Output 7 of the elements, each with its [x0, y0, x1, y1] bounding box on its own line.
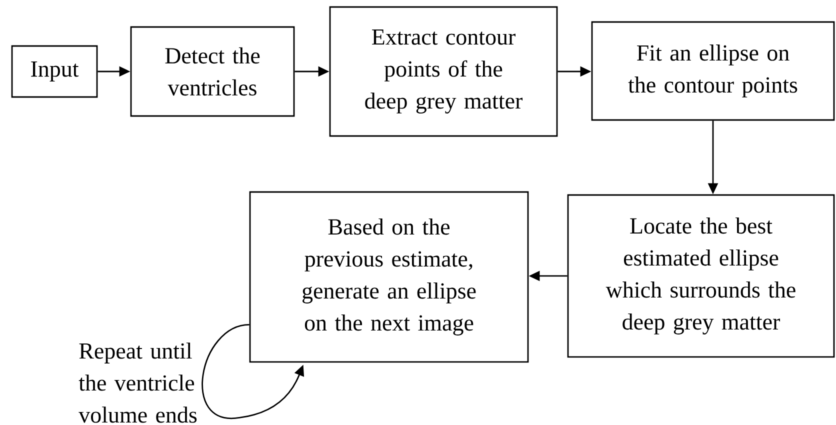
process-box: Detect the ventricles	[130, 26, 295, 117]
process-box: Input	[11, 45, 98, 98]
process-box: Extract contour points of the deep grey matter	[329, 6, 558, 137]
edge-label: Repeat until the ventricle volume ends	[78, 342, 197, 423]
process-box: Locate the best estimated ellipse which surrounds the deep grey matter	[567, 194, 835, 358]
process-box: Fit an ellipse on the contour points	[591, 21, 835, 121]
process-box: Based on the previous estimate, generate an ellipse on the next image	[249, 191, 529, 363]
